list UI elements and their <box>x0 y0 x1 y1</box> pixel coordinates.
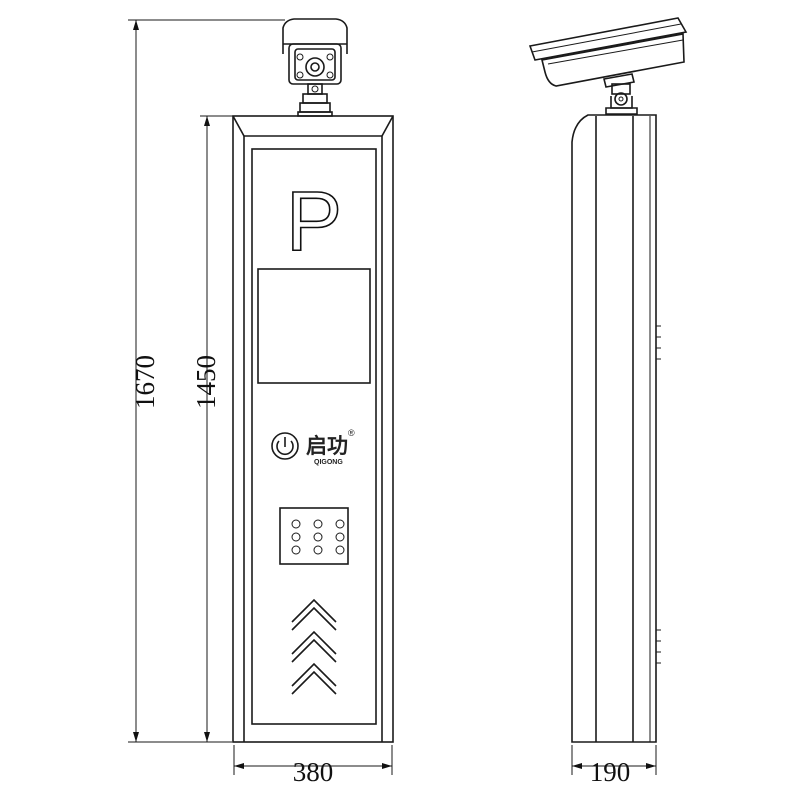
side-camera <box>528 17 688 115</box>
direction-arrows <box>291 598 337 695</box>
chevron-up-icon <box>291 662 337 695</box>
dimension-body-height: 1450 <box>191 115 234 742</box>
dimension-label-front-width: 380 <box>293 757 334 787</box>
registered-mark: ® <box>348 428 355 438</box>
dimension-label-side-depth: 190 <box>590 757 631 787</box>
front-cabinet <box>232 115 394 743</box>
display-screen <box>257 268 371 384</box>
power-circle-icon <box>271 432 299 460</box>
brand-name-en: QIGONG <box>314 459 343 466</box>
front-camera <box>282 18 348 117</box>
keypad-grille <box>279 507 349 565</box>
dimension-total-height: 1670 <box>128 19 285 743</box>
dimension-front-width: 380 <box>233 745 393 787</box>
dimension-label-total-height: 1670 <box>130 355 160 409</box>
chevron-up-icon <box>291 598 337 631</box>
chevron-up-icon <box>291 630 337 663</box>
parking-sign: P <box>286 174 342 268</box>
dimension-label-body-height: 1450 <box>191 355 221 409</box>
side-cabinet <box>571 114 661 743</box>
brand-logo: 启功 ® QIGONG <box>271 428 355 466</box>
dimension-side-depth: 190 <box>571 745 657 787</box>
brand-name-cn: 启功 <box>306 434 348 458</box>
